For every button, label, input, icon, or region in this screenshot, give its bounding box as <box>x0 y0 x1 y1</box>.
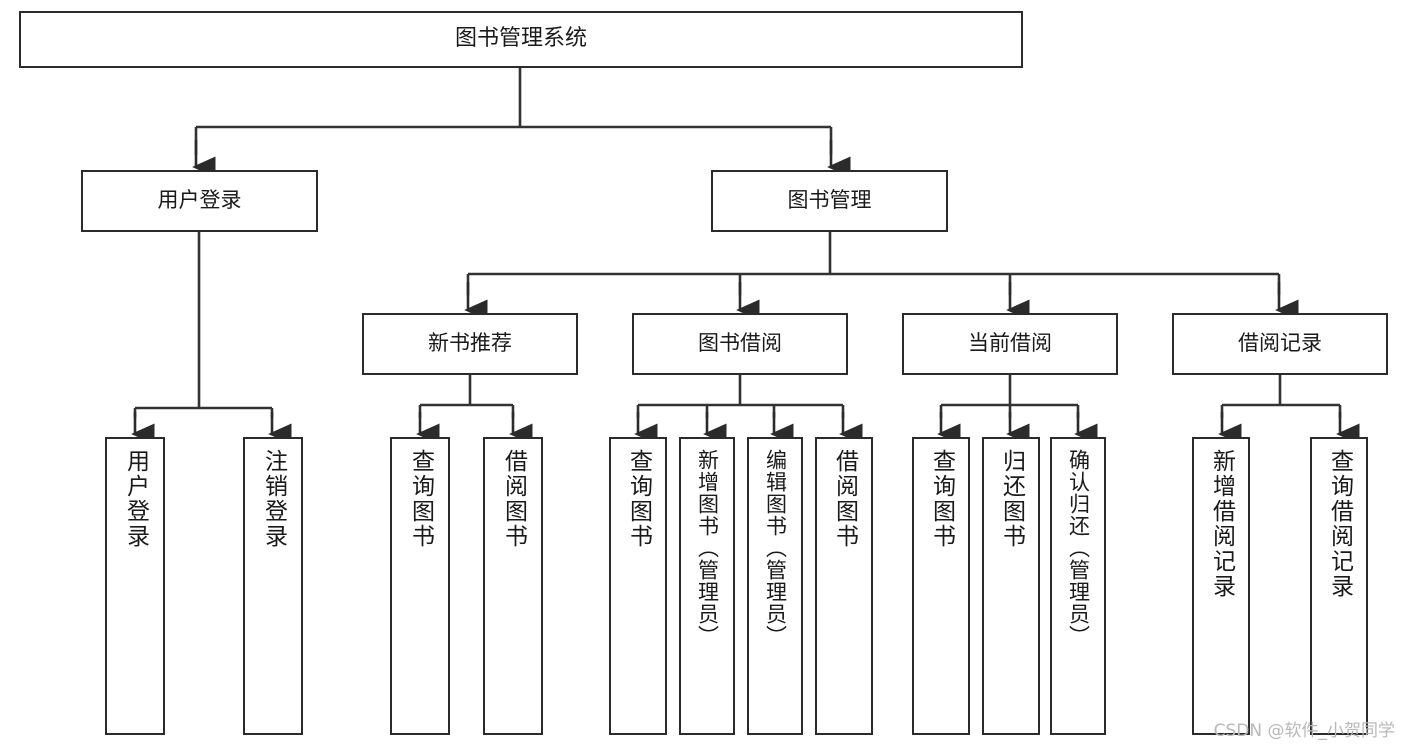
node-label: 用户登录 <box>122 449 149 549</box>
node-root-book-management-system[interactable]: 图书管理系统 <box>19 11 1023 68</box>
node-label: 查询图书 <box>625 449 652 549</box>
node-label: 查询借阅记录 <box>1326 449 1353 599</box>
node-book-management[interactable]: 图书管理 <box>711 170 948 232</box>
node-label: 借阅图书 <box>500 449 527 549</box>
leaf-borrow-record-add-record[interactable]: 新增借阅记录 <box>1192 437 1250 735</box>
leaf-current-borrow-query-book[interactable]: 查询图书 <box>912 437 970 735</box>
node-label: 用户登录 <box>157 188 242 213</box>
node-label: 图书管理系统 <box>454 26 587 52</box>
node-label: 新增借阅记录 <box>1208 449 1235 599</box>
node-label: 确认归还（管理员） <box>1066 449 1091 647</box>
node-label: 图书管理 <box>787 188 872 213</box>
leaf-book-borrow-query-book[interactable]: 查询图书 <box>609 437 667 735</box>
leaf-user-login-logout[interactable]: 注销登录 <box>243 437 303 735</box>
leaf-book-borrow-edit-book-admin[interactable]: 编辑图书（管理员） <box>747 437 803 735</box>
node-label: 查询图书 <box>928 449 955 549</box>
node-label: 注销登录 <box>260 449 287 549</box>
node-label: 编辑图书（管理员） <box>763 449 788 647</box>
node-label: 新增图书（管理员） <box>695 449 720 647</box>
leaf-current-borrow-confirm-return-admin[interactable]: 确认归还（管理员） <box>1050 437 1106 735</box>
node-label: 借阅图书 <box>831 449 858 549</box>
leaf-book-borrow-borrow-book[interactable]: 借阅图书 <box>815 437 873 735</box>
leaf-book-borrow-add-book-admin[interactable]: 新增图书（管理员） <box>679 437 735 735</box>
node-label: 归还图书 <box>998 449 1025 549</box>
node-new-book-recommend[interactable]: 新书推荐 <box>362 313 578 375</box>
node-label: 图书借阅 <box>698 331 782 356</box>
leaf-borrow-record-query-record[interactable]: 查询借阅记录 <box>1310 437 1368 735</box>
node-label: 当前借阅 <box>968 331 1052 356</box>
node-label: 查询图书 <box>407 449 434 549</box>
node-label: 借阅记录 <box>1238 331 1322 356</box>
node-book-borrow[interactable]: 图书借阅 <box>632 313 848 375</box>
node-user-login[interactable]: 用户登录 <box>81 170 318 232</box>
node-current-borrow[interactable]: 当前借阅 <box>902 313 1118 375</box>
node-borrow-record[interactable]: 借阅记录 <box>1172 313 1388 375</box>
leaf-current-borrow-return-book[interactable]: 归还图书 <box>982 437 1040 735</box>
leaf-new-book-query-book[interactable]: 查询图书 <box>390 437 450 735</box>
leaf-new-book-borrow-book[interactable]: 借阅图书 <box>483 437 543 735</box>
node-label: 新书推荐 <box>428 331 512 356</box>
leaf-user-login-login[interactable]: 用户登录 <box>105 437 165 735</box>
